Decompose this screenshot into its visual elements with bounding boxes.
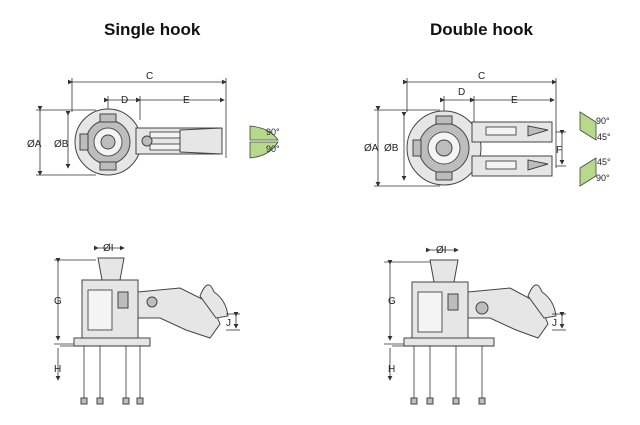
- dim-h-label: H: [54, 364, 61, 375]
- dim-b-label: ØB: [54, 139, 69, 150]
- angle-45-top-double: 45°: [597, 132, 611, 142]
- dim-g-label: G: [54, 296, 62, 307]
- dim-c-label: C: [146, 71, 153, 82]
- single-hook-title: Single hook: [104, 20, 201, 39]
- dim-d-label-double: D: [458, 87, 465, 98]
- dim-g-label-double: G: [388, 296, 396, 307]
- angle-90-top-double: 90°: [596, 116, 610, 126]
- angle-90-top-single: 90°: [266, 127, 280, 137]
- double-hook-top-view: C D E ØA ØB F 90° 45° 4: [364, 71, 611, 187]
- dim-e-label-double: E: [511, 95, 518, 106]
- dim-j-label-double: J: [552, 318, 557, 329]
- dim-d-label: D: [121, 95, 128, 106]
- dim-h-label-double: H: [388, 364, 395, 375]
- double-hook-title: Double hook: [430, 20, 533, 39]
- angle-90-bottom-single: 90°: [266, 144, 280, 154]
- single-hook-side-view: ØI G H J: [54, 243, 240, 405]
- angle-90-bottom-double: 90°: [596, 173, 610, 183]
- dim-a-label: ØA: [27, 139, 42, 150]
- double-hook-side-view: ØI G H J: [384, 245, 566, 405]
- dim-b-label-double: ØB: [384, 143, 399, 154]
- dim-i-label-double: ØI: [436, 245, 447, 256]
- dim-e-label: E: [183, 95, 190, 106]
- dim-a-label-double: ØA: [364, 143, 379, 154]
- single-hook-top-view: C D E ØA ØB 90° 90°: [27, 71, 280, 176]
- dim-f-label: F: [556, 145, 562, 156]
- dim-i-label: ØI: [103, 243, 114, 254]
- dim-j-label: J: [226, 318, 231, 329]
- angle-45-bottom-double: 45°: [597, 157, 611, 167]
- dim-c-label-double: C: [478, 71, 485, 82]
